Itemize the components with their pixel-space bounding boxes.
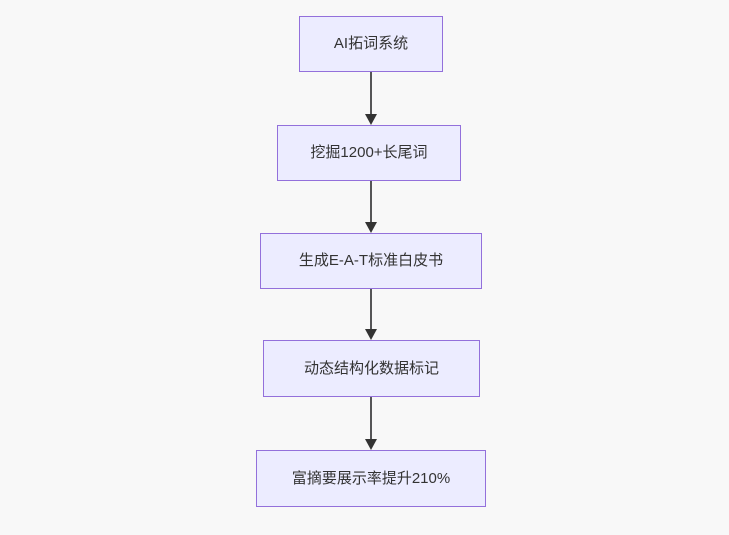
flow-arrow-down-icon xyxy=(370,72,372,115)
flow-node-label: 动态结构化数据标记 xyxy=(303,359,439,377)
flow-node-rich-snippet-result: 富摘要展示率提升210% xyxy=(256,450,486,507)
flow-node-label: 生成E-A-T标准白皮书 xyxy=(298,252,444,269)
flow-node-label: 富摘要展示率提升210% xyxy=(291,469,451,487)
flow-node-ai-keyword-system: AI拓词系统 xyxy=(299,16,443,72)
flow-arrow-down-icon xyxy=(370,397,372,440)
flow-arrow-down-icon xyxy=(370,181,372,223)
flow-node-structured-data-markup: 动态结构化数据标记 xyxy=(263,340,480,397)
flow-arrow-down-icon xyxy=(370,289,372,330)
flow-node-eat-whitepaper: 生成E-A-T标准白皮书 xyxy=(260,233,482,289)
flow-node-label: AI拓词系统 xyxy=(333,35,409,52)
flow-node-longtail-mining: 挖掘1200+长尾词 xyxy=(277,125,461,181)
flow-node-label: 挖掘1200+长尾词 xyxy=(310,144,428,161)
